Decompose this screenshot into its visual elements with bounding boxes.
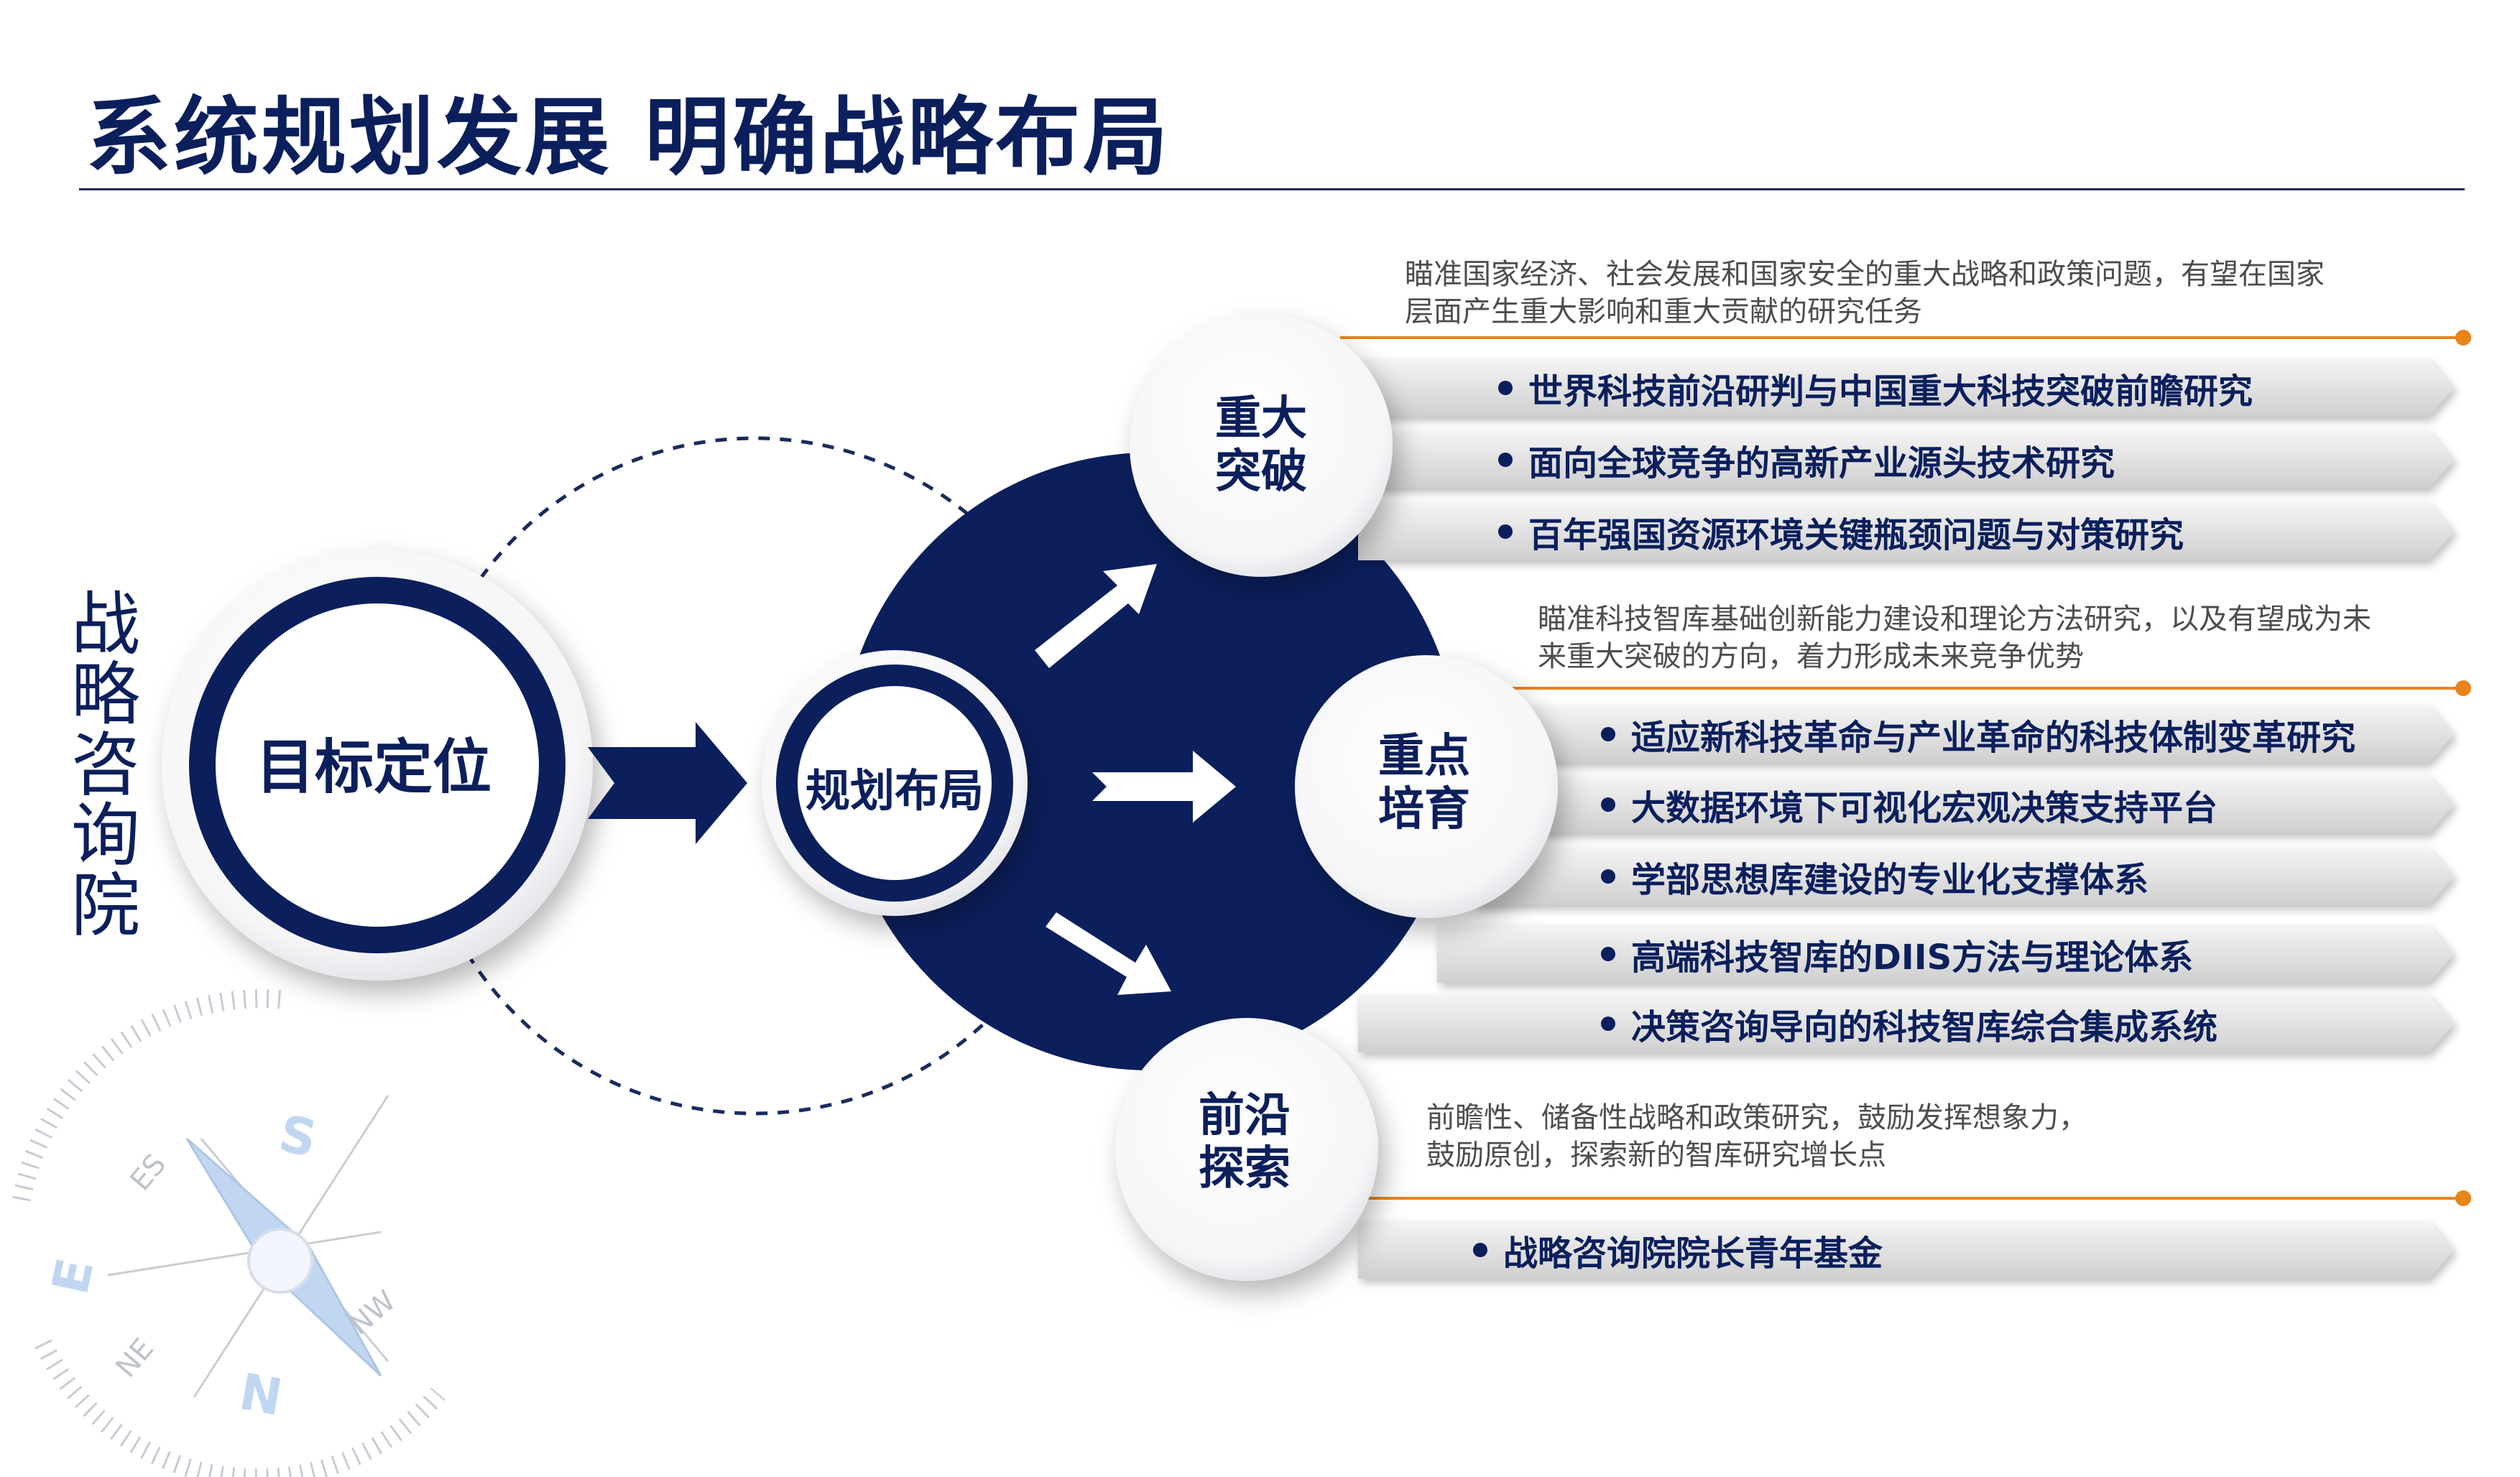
compass-hub [247, 1228, 313, 1294]
frontier-exploration-label: 前沿 探索 [1158, 1078, 1331, 1207]
compass-graphic: S E N ES NW NE [12, 989, 446, 1477]
arrow-plan-to-frontier [1046, 912, 1171, 995]
plan-label: 规划布局 [805, 764, 984, 817]
major-description-line-1: 瞄准国家经济、社会发展和国家安全的重大战略和政策问题，有望在国家 [1405, 258, 2325, 291]
satellite-frontier-circle [1115, 1018, 1378, 1281]
major-description: 瞄准国家经济、社会发展和国家安全的重大战略和政策问题，有望在国家 层面产生重大影… [1405, 256, 2325, 330]
compass-letter-n: N [235, 1362, 287, 1427]
section-rule-major-dot [2455, 330, 2471, 346]
target-label: 目标定位 [255, 733, 491, 802]
org-char-5: 院 [71, 866, 140, 946]
section-rule-key-dot [2455, 680, 2471, 696]
major-item-1: 世界科技前沿研判与中国重大科技突破前瞻研究 [1498, 359, 2253, 417]
compass-letter-s: S [274, 1103, 321, 1169]
key-item-2: 大数据环境下可视化宏观决策支持平台 [1601, 776, 2217, 833]
key-label-line-1: 重点 [1378, 730, 1470, 783]
major-breakthrough-label: 重大 突破 [1175, 381, 1347, 510]
frontier-label-line-2: 探索 [1199, 1142, 1291, 1195]
arrow-plan-to-key [1092, 751, 1236, 823]
key-description: 瞄准科技智库基础创新能力建设和理论方法研究，以及有望成为未 来重大突破的方向，着… [1538, 601, 2371, 675]
major-label-line-1: 重大 [1215, 392, 1307, 445]
key-description-line-2: 来重大突破的方向，着力形成未来竞争优势 [1538, 640, 2084, 673]
satellite-key-circle [1295, 655, 1558, 918]
compass-letter-e: E [40, 1254, 105, 1300]
compass-letter-es: ES [124, 1148, 172, 1197]
key-item-5: 决策咨询导向的科技智库综合集成系统 [1601, 995, 2217, 1052]
title-divider [79, 188, 2465, 190]
section-rule-frontier-dot [2455, 1190, 2471, 1206]
organization-vertical-label: 战 略 咨 询 院 [66, 589, 145, 941]
satellite-major-circle [1130, 314, 1393, 577]
frontier-description: 前瞻性、储备性战略和政策研究，鼓励发挥想象力， 鼓励原创，探索新的智库研究增长点 [1426, 1099, 2087, 1174]
page-title: 系统规划发展 明确战略布局 [86, 88, 1171, 187]
key-label-line-2: 培育 [1378, 783, 1470, 836]
org-char-3: 咨 [71, 725, 140, 805]
key-cultivation-label: 重点 培育 [1338, 718, 1510, 848]
org-char-2: 略 [71, 654, 140, 735]
navy-disc [841, 453, 1459, 1070]
key-item-3: 学部思想库建设的专业化支撑体系 [1601, 848, 2149, 905]
major-label-line-2: 突破 [1215, 445, 1307, 499]
arrow-plan-to-major [1035, 564, 1157, 668]
key-item-1: 适应新科技革命与产业革命的科技体制变革研究 [1601, 705, 2355, 763]
frontier-description-line-1: 前瞻性、储备性战略和政策研究，鼓励发挥想象力， [1426, 1101, 2087, 1134]
key-item-4: 高端科技智库的DIIS方法与理论体系 [1601, 925, 2193, 983]
compass-letter-ne: NE [109, 1333, 160, 1384]
compass-ticks [12, 989, 446, 1477]
org-char-4: 询 [71, 795, 140, 876]
key-description-line-1: 瞄准科技智库基础创新能力建设和理论方法研究，以及有望成为未 [1538, 603, 2371, 636]
arrow-target-to-plan [588, 722, 747, 844]
frontier-item-1: 战略咨询院院长青年基金 [1473, 1221, 1883, 1279]
org-char-1: 战 [71, 584, 140, 665]
major-item-2: 面向全球竞争的高新产业源头技术研究 [1498, 431, 2115, 489]
major-item-3: 百年强国资源环境关键瓶颈问题与对策研究 [1498, 503, 2184, 560]
major-description-line-2: 层面产生重大影响和重大贡献的研究任务 [1405, 295, 1922, 328]
frontier-label-line-1: 前沿 [1199, 1089, 1291, 1142]
frontier-description-line-2: 鼓励原创，探索新的智库研究增长点 [1426, 1139, 1886, 1172]
